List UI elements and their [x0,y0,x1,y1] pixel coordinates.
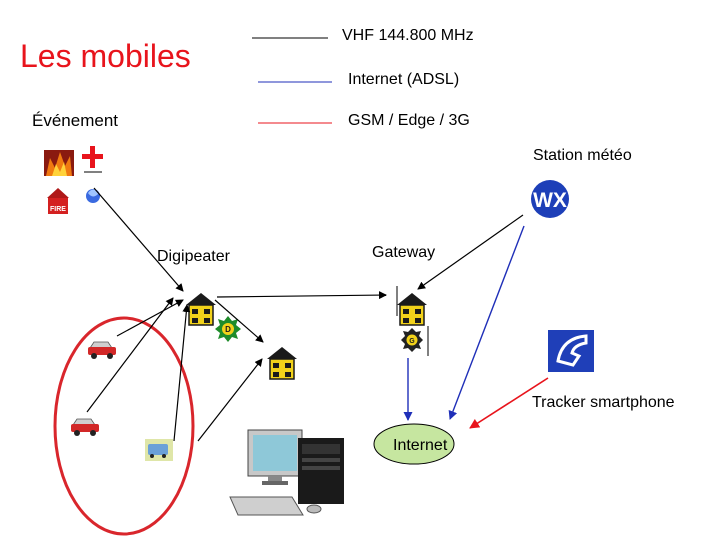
fire-badge-text: FIRE [50,206,66,213]
weather-station-icon: WX [531,180,569,218]
legend-gsm-label: GSM / Edge / 3G [348,112,470,129]
smartphone-phone-icon [548,330,594,372]
legend-adsl-label: Internet (ADSL) [348,71,460,88]
vhf-link-digipeater-to-digipeater2 [214,299,264,343]
car-icon-1 [87,341,117,360]
internet-cloud-shape [373,423,455,465]
gateway-house-icon [396,292,428,326]
vhf-link-weather-to-gateway [417,214,524,290]
digipeater-badge-icon: D [215,316,241,342]
gateway-badge-icon: G [401,328,423,352]
vhf-link-event-to-digipeater [93,187,184,292]
legend-vhf-label: VHF 144.800 MHz [342,27,474,44]
vhf-link-mobiles-to-digipeater2 [197,358,263,442]
car-icon-2 [70,418,100,437]
digipeater-house-icon [185,292,217,326]
fire-station-icon: FIRE [47,188,69,214]
gateway-label: Gateway [372,244,436,261]
event-label: Événement [32,111,118,130]
digipeater-label: Digipeater [157,248,230,265]
weather-badge-text: WX [533,189,567,212]
gsm-link-tracker-to-internet [469,377,549,429]
adsl-link-weather-to-internet [448,225,525,420]
fire-scene-icon [44,150,74,176]
storm-swirl-icon [86,189,100,203]
vhf-link-van-to-digipeater [173,304,191,442]
vhf-link-car2-to-digipeater [86,297,174,413]
first-aid-cross-icon [82,146,103,173]
computer-icon [229,429,344,516]
internet-label: Internet [393,437,448,454]
vhf-link-car1-to-digipeater [116,299,184,337]
vhf-link-digipeater-to-gateway [216,291,387,300]
svg-text:G: G [409,338,415,345]
weather-station-label: Station météo [533,147,632,164]
mobiles-highlight-ellipse [53,316,195,536]
svg-text:D: D [225,325,231,334]
page-title: Les mobiles [20,38,191,74]
digipeater-house-icon-2 [266,346,298,380]
tracker-label: Tracker smartphone [532,394,675,411]
van-icon [145,439,173,461]
